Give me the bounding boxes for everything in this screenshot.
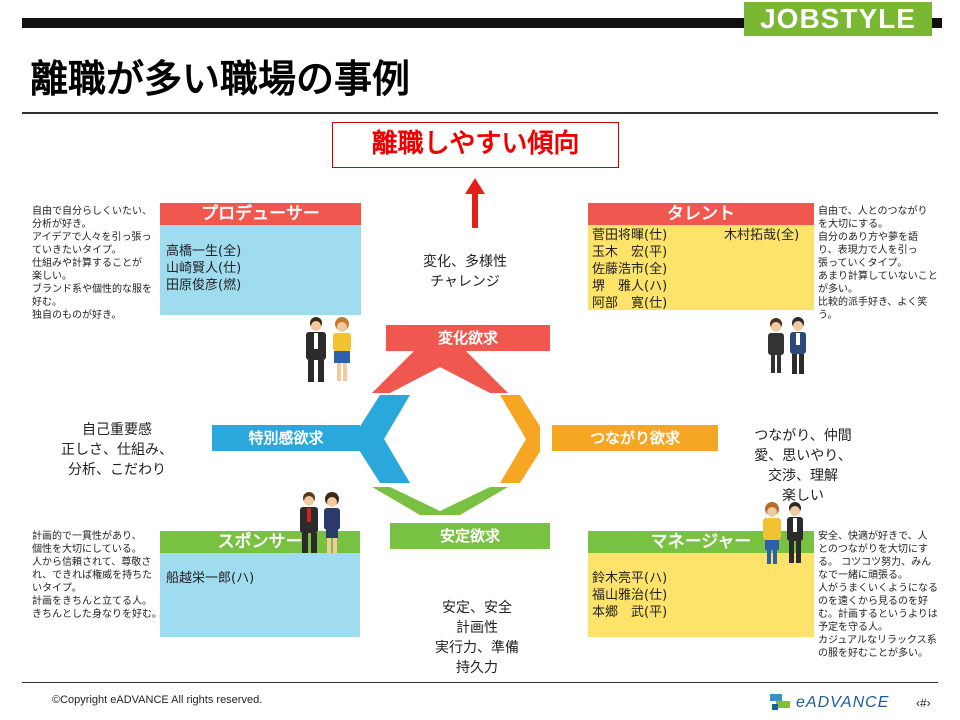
top-bar xyxy=(22,18,942,28)
talent-header: タレント xyxy=(588,203,814,225)
producer-names: 高橋一生(全)山崎賢人(仕)田原俊彦(燃) xyxy=(166,244,242,293)
up-arrow-icon xyxy=(465,178,485,228)
talent-names-left: 菅田将暉(仕)玉木 宏(平)佐藤浩市(全)堺 雅人(ハ)阿部 寛(仕) xyxy=(592,228,668,311)
footer-rule xyxy=(22,682,938,683)
business-people-illustration xyxy=(306,317,351,382)
diamond-top-segment xyxy=(372,345,508,393)
manager-names: 鈴木亮平(ハ)福山雅治(仕)本郷 武(平) xyxy=(592,571,668,620)
connection-keywords: つながり、仲間愛、思いやり、交渉、理解楽しい xyxy=(754,428,852,504)
connection-desire-label: つながり欲求 xyxy=(552,425,718,451)
manager-description: 安全、快適が好きで、人とのつながりを大切にする。 コツコツ努力、みんなで一緒に頑… xyxy=(818,531,938,659)
producer-description: 自由で自分らしくいたい、分析が好き。アイデアで人々を引っ張っていきたいタイプ。仕… xyxy=(32,206,152,321)
stability-keywords: 安定、安全計画性実行力、準備持久力 xyxy=(435,600,519,676)
special-keywords: 自己重要感正しさ、仕組み、分析、こだわり xyxy=(61,422,173,478)
talent-names-right: 木村拓哉(全) xyxy=(724,228,800,243)
title-rule xyxy=(22,112,938,114)
diamond-right-segment xyxy=(500,395,540,483)
special-desire-label: 特別感欲求 xyxy=(212,425,360,451)
diamond-bottom-segment xyxy=(372,487,508,515)
change-keywords: 変化、多様性チャレンジ xyxy=(423,254,507,290)
page-number: ‹#› xyxy=(916,696,931,710)
producer-header: プロデューサー xyxy=(160,203,361,225)
talent-description: 自由で、人とのつながりを大切にする。自分のあり方や夢を語り、表現力で人を引っ張っ… xyxy=(818,206,938,321)
manager-people-illustration xyxy=(763,502,803,564)
page-title: 離職が多い職場の事例 xyxy=(30,57,411,101)
talent-people-illustration xyxy=(768,317,806,374)
change-desire-label: 変化欲求 xyxy=(386,325,550,351)
jobstyle-badge: JOBSTYLE xyxy=(744,2,932,36)
eadvance-logo-icon xyxy=(770,694,790,710)
sponsor-description: 計画的で一貫性があり、個性を大切にしている。人から信頼されて、尊敬され、できれば… xyxy=(32,531,162,620)
sponsor-header: スポンサー xyxy=(160,531,360,553)
diamond-left-segment xyxy=(352,395,410,483)
desire-diamond-diagram xyxy=(352,345,540,515)
manager-header: マネージャー xyxy=(588,531,814,553)
stability-desire-label: 安定欲求 xyxy=(390,523,550,549)
sponsor-people-illustration xyxy=(300,492,340,554)
sponsor-names: 船越栄一郎(ハ) xyxy=(166,571,255,586)
eadvance-logo-text: eADVANCE xyxy=(796,694,890,711)
tendency-title: 離職しやすい傾向 xyxy=(332,122,619,168)
copyright-text: ©Copyright eADVANCE All rights reserved. xyxy=(52,694,263,706)
